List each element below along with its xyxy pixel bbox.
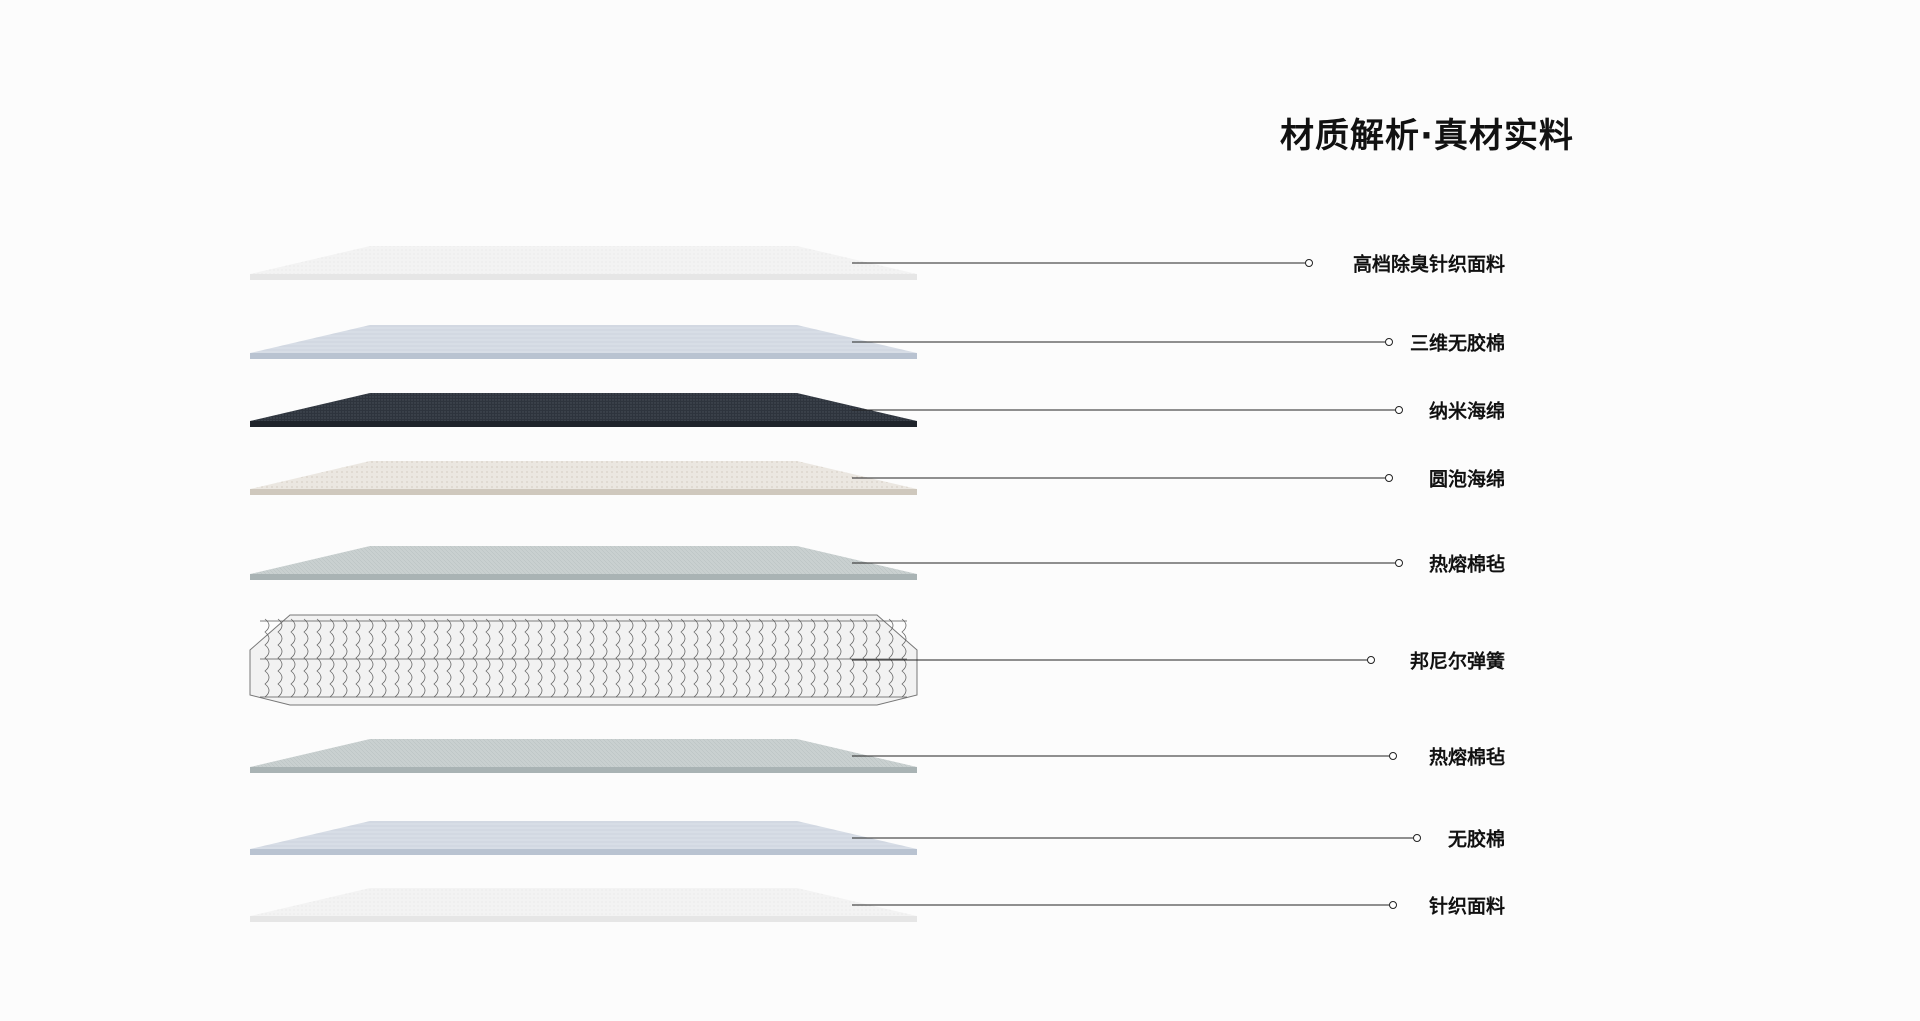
layer-label: 热熔棉毡 — [1428, 553, 1505, 576]
leader-dot — [1385, 474, 1393, 482]
layer-2-cotton-blue — [250, 325, 917, 359]
layer-label: 热熔棉毡 — [1428, 746, 1505, 769]
layer-1-knit-fabric — [250, 246, 917, 280]
layer-label: 无胶棉 — [1447, 828, 1505, 851]
layer-8-cotton-blue — [250, 821, 917, 855]
layer-label: 邦尼尔弹簧 — [1409, 650, 1505, 673]
leader-dot — [1395, 559, 1403, 567]
layer-label: 针织面料 — [1428, 895, 1505, 918]
layer-label: 高档除臭针织面料 — [1352, 253, 1505, 276]
leader-dot — [1305, 259, 1313, 267]
leader-dot — [1395, 406, 1403, 414]
layer-4-foam — [250, 461, 917, 495]
leader-dot — [1385, 338, 1393, 346]
layer-label: 三维无胶棉 — [1409, 332, 1505, 355]
layer-label: 纳米海绵 — [1428, 400, 1505, 423]
leader-dot — [1367, 656, 1375, 664]
leader-dot — [1389, 752, 1397, 760]
layer-6-spring — [249, 614, 918, 706]
layer-label: 圆泡海绵 — [1428, 468, 1505, 491]
leader-dot — [1413, 834, 1421, 842]
layer-5-felt — [250, 546, 917, 580]
layer-9-knit-fabric — [250, 888, 917, 922]
layer-3-dark-sponge — [250, 393, 917, 427]
layer-7-felt — [250, 739, 917, 773]
leader-dot — [1389, 901, 1397, 909]
page-title: 材质解析·真材实料 — [1280, 116, 1574, 156]
